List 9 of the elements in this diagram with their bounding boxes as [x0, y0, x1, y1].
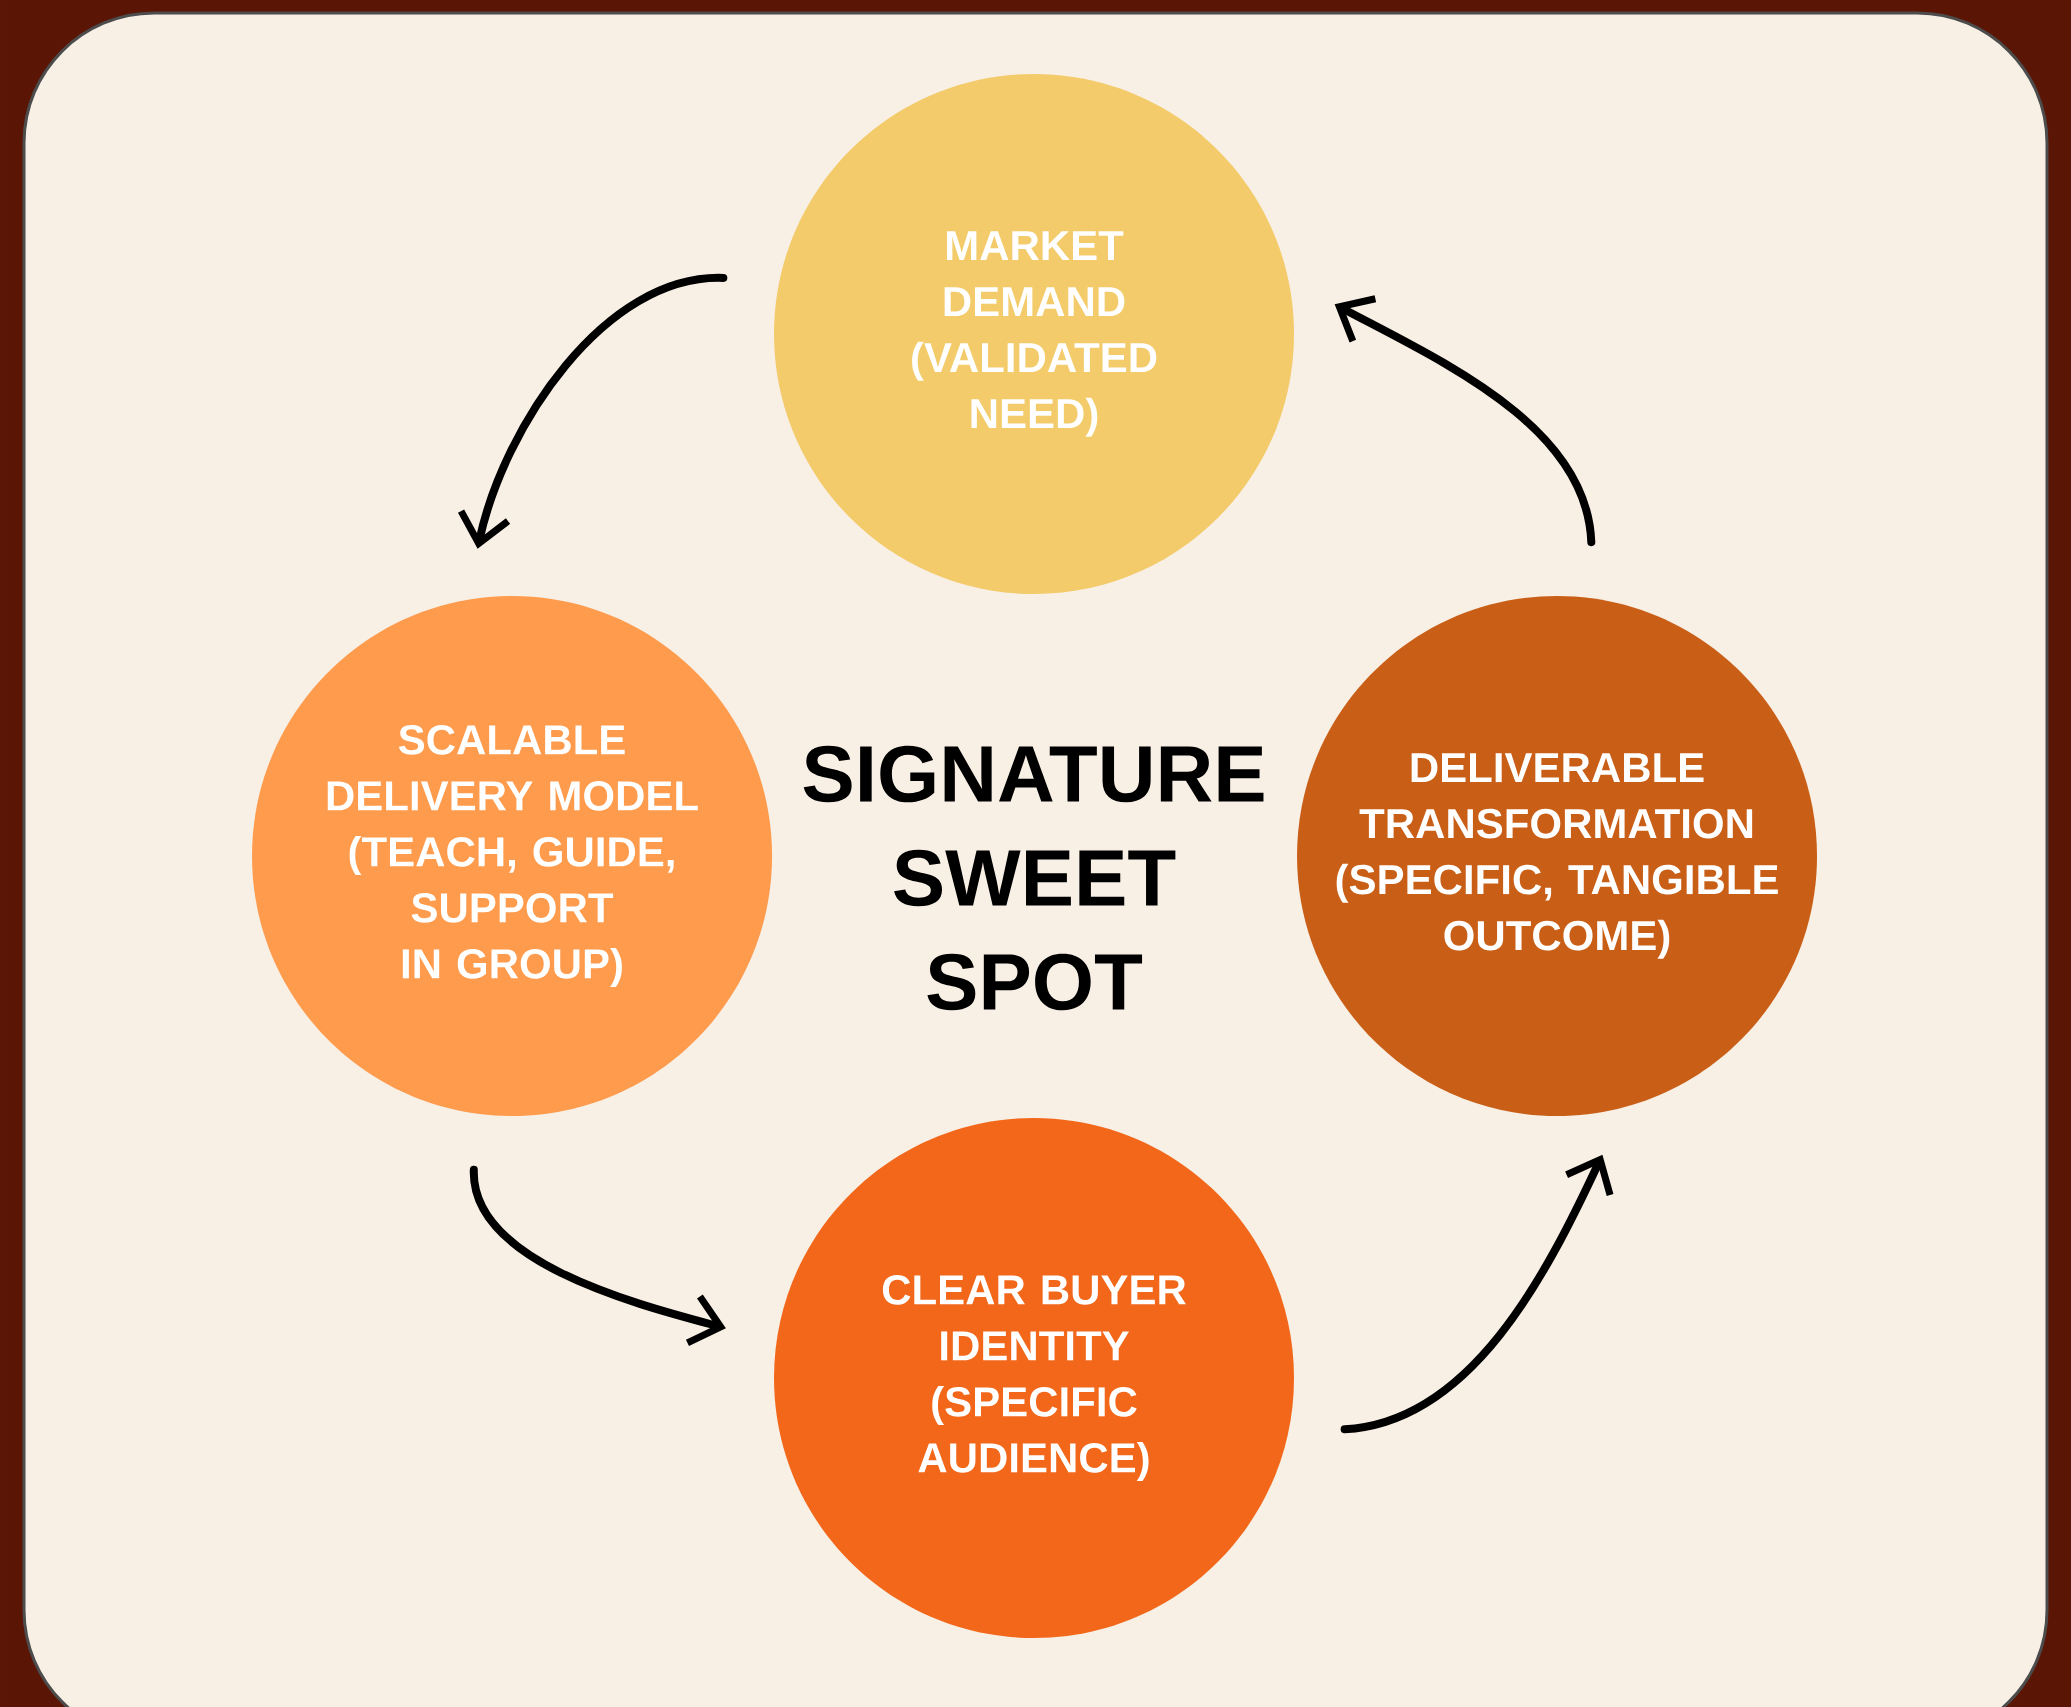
curved-arrow: [469, 1165, 726, 1346]
center-title: SIGNATURE SWEET SPOT: [803, 745, 1264, 1011]
circle-node: MARKET DEMAND (VALIDATED NEED): [774, 74, 1294, 594]
circle-node: CLEAR BUYER IDENTITY (SPECIFIC AUDIENCE): [774, 1118, 1294, 1638]
circle-node: SCALABLE DELIVERY MODEL (TEACH, GUIDE, SUPPORT IN GROUP): [252, 596, 772, 1116]
curved-arrow: [458, 273, 728, 549]
curved-arrow: [1334, 295, 1596, 547]
curved-arrow: [1340, 1154, 1614, 1434]
circle-node: DELIVERABLE TRANSFORMATION (SPECIFIC, TANGIBLE OUTCOME): [1297, 596, 1817, 1116]
